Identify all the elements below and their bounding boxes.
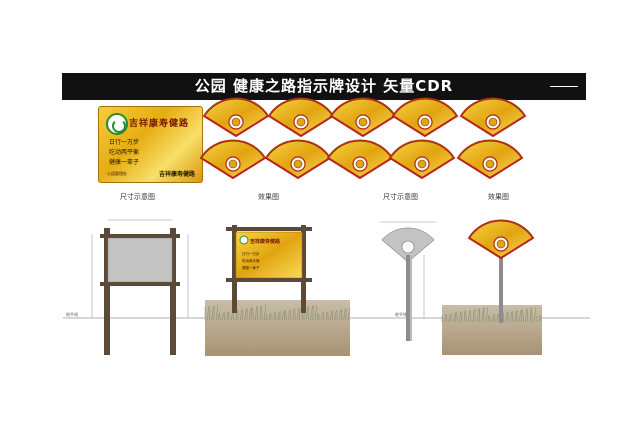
- board-footer-small: 公园管理处: [107, 171, 127, 176]
- fan-sign: [327, 139, 393, 179]
- fan-sign: [200, 139, 266, 179]
- effect-drawing-board: 吉祥康寿健路 日行一万步 吃动两平衡 健康一辈子: [204, 225, 351, 356]
- board-line-3: 健康一辈子: [109, 159, 140, 166]
- fan-sign: [330, 97, 396, 137]
- caption-dim-2: 尺寸示意图: [383, 192, 418, 201]
- caption-effect-2: 效果图: [488, 192, 509, 201]
- caption-dim-1: 尺寸示意图: [120, 192, 155, 201]
- dimension-drawing-board: [91, 219, 189, 355]
- ground-label-1: 地平线: [66, 311, 78, 317]
- board-line-2: 吃动两平衡: [109, 149, 140, 156]
- effect-board-line-2: 吃动两平衡: [242, 258, 260, 263]
- banner-rule: [550, 86, 578, 87]
- caption-effect-1: 效果图: [258, 192, 279, 201]
- dimension-drawing-fan: [380, 221, 436, 341]
- title-banner: 公园 健康之路指示牌设计 矢量CDR: [62, 73, 586, 100]
- fan-sign: [457, 139, 523, 179]
- fan-sign: [203, 97, 269, 137]
- fan-sign: [392, 97, 458, 137]
- board-line-1: 日行一万步: [109, 139, 140, 146]
- banner-title: 公园 健康之路指示牌设计 矢量CDR: [194, 77, 454, 95]
- fan-sign-grid: [200, 97, 526, 179]
- fan-sign: [265, 139, 331, 179]
- sign-board-large: 吉祥康寿健路 日行一万步 吃动两平衡 健康一辈子 公园管理处 吉祥康寿健路: [98, 106, 203, 183]
- ground-label-2: 地平线: [395, 311, 407, 317]
- effect-board-line-3: 健康一辈子: [242, 265, 260, 270]
- effect-board-header: 吉祥康寿健路: [250, 238, 281, 245]
- fan-sign: [268, 97, 334, 137]
- effect-board-line-1: 日行一万步: [242, 251, 260, 256]
- logo-icon: [106, 113, 128, 135]
- fan-sign: [460, 97, 526, 137]
- board-header: 吉祥康寿健路: [129, 119, 190, 129]
- effect-drawing-fan: [441, 219, 542, 355]
- fan-sign: [389, 139, 455, 179]
- board-footer-big: 吉祥康寿健路: [159, 171, 196, 178]
